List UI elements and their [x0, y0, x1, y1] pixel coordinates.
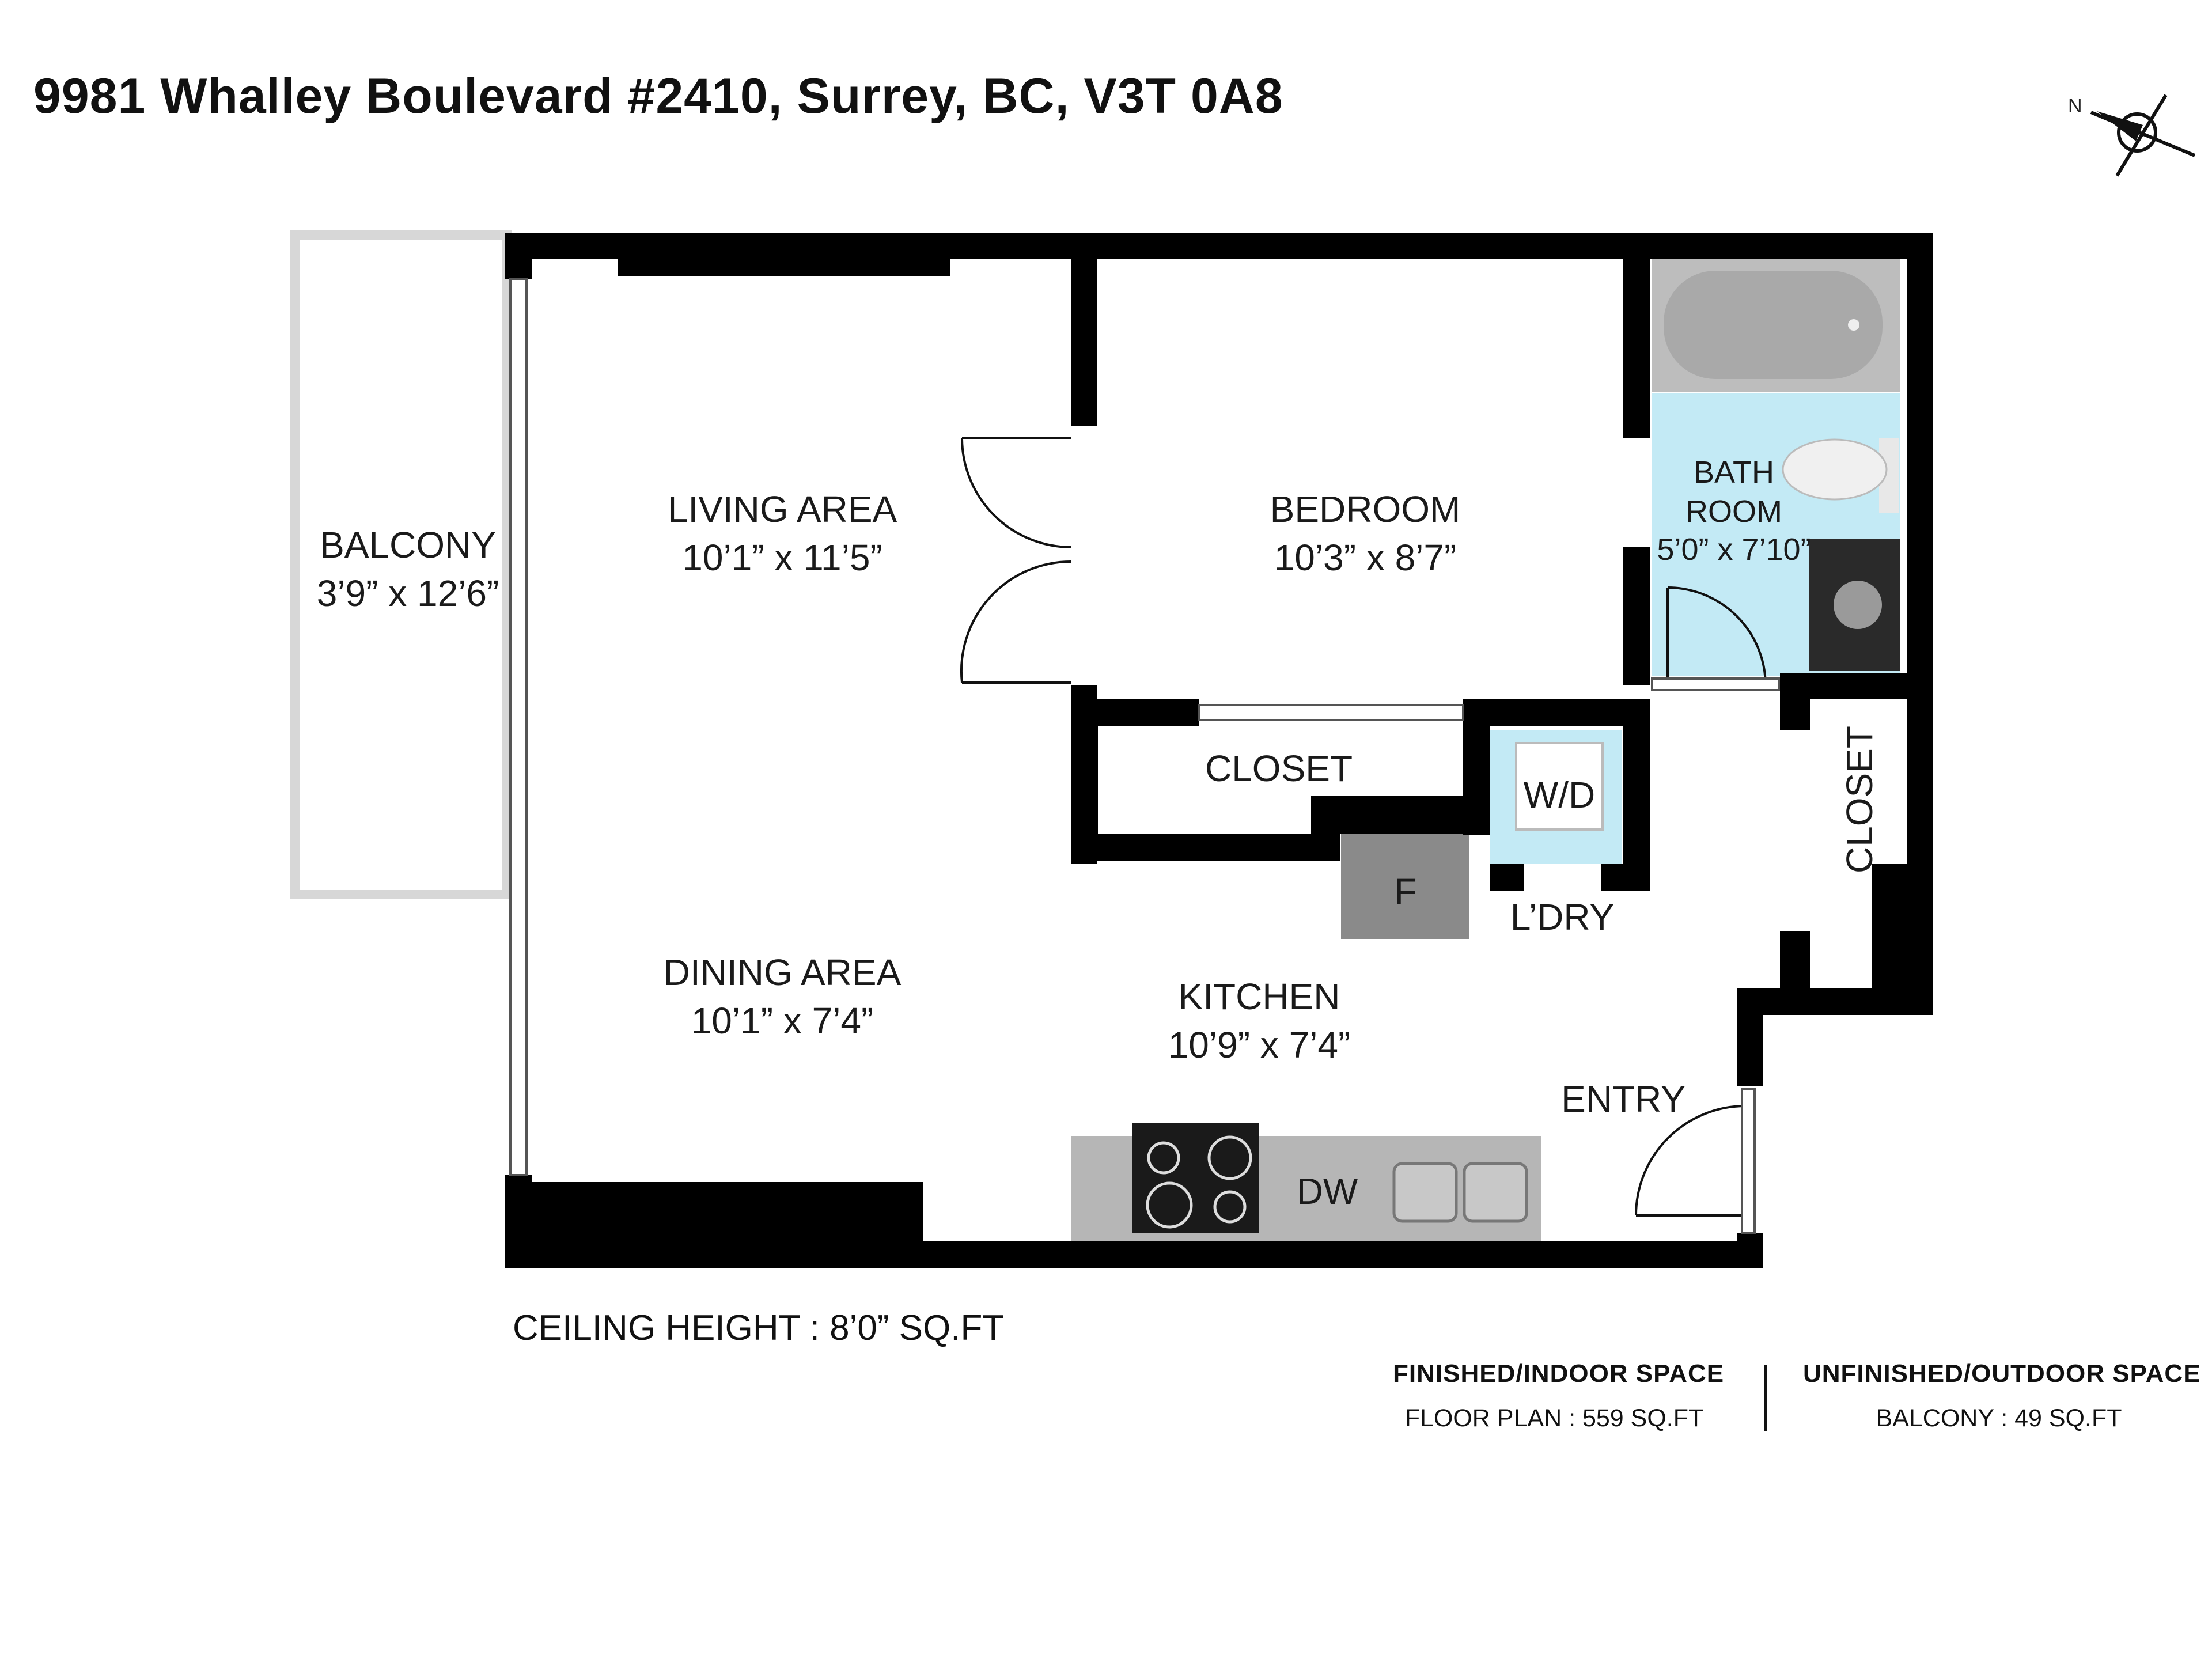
compass-icon: N: [2068, 94, 2196, 177]
bedroom-size: 10’3” x 8’7”: [1274, 537, 1457, 578]
balcony-outline: [290, 230, 512, 899]
entry-door: [1635, 1088, 1756, 1234]
balcony-label: BALCONY: [320, 524, 496, 566]
laundry-label: L’DRY: [1510, 896, 1614, 938]
bedroom-label: BEDROOM: [1270, 488, 1461, 530]
bathroom-label-line1: BATH: [1694, 455, 1774, 490]
kitchen-counter: [1071, 1123, 1541, 1245]
kitchen-label: KITCHEN: [1179, 976, 1340, 1017]
toilet-icon: [1782, 438, 1899, 513]
compass-north-label: N: [2068, 95, 2082, 117]
double-sink-icon: [1392, 1162, 1528, 1223]
bathroom-door: [1651, 586, 1780, 691]
entry-label: ENTRY: [1561, 1078, 1685, 1120]
dining-area-label: DINING AREA: [664, 952, 902, 993]
dishwasher-label: DW: [1297, 1171, 1358, 1212]
legend-divider: [1764, 1365, 1767, 1431]
closet-right-label: CLOSET: [1839, 726, 1880, 873]
balcony-window: [509, 278, 528, 1176]
bathtub-icon: [1652, 258, 1900, 392]
legend-finished-value: FLOOR PLAN : 559 SQ.FT: [1404, 1404, 1704, 1432]
washer-dryer-label: W/D: [1524, 774, 1595, 816]
walls: [505, 233, 1933, 1268]
bedroom-sliding-door: [1198, 704, 1464, 721]
living-area-size: 10’1” x 11’5”: [682, 537, 882, 578]
dining-area-size: 10’1” x 7’4”: [691, 1000, 874, 1041]
legend-unfinished-value: BALCONY : 49 SQ.FT: [1876, 1404, 2122, 1432]
closet-label: CLOSET: [1205, 748, 1353, 789]
ceiling-height-note: CEILING HEIGHT : 8’0” SQ.FT: [513, 1308, 1005, 1348]
legend-finished-title: FINISHED/INDOOR SPACE: [1393, 1359, 1725, 1388]
balcony-size: 3’9” x 12’6”: [317, 573, 499, 614]
living-area-label: LIVING AREA: [668, 488, 897, 530]
bathroom-size: 5’0” x 7’10”: [1657, 532, 1810, 567]
legend-unfinished: UNFINISHED/OUTDOOR SPACE BALCONY : 49 SQ…: [1803, 1359, 2201, 1433]
french-doors: [960, 437, 1072, 684]
washer-dryer-icon: [1515, 742, 1604, 831]
sink-icon: [1809, 539, 1900, 671]
fridge-label: F: [1394, 871, 1416, 912]
bathroom-label-line2: ROOM: [1685, 494, 1782, 529]
kitchen-size: 10’9” x 7’4”: [1168, 1024, 1351, 1066]
legend-unfinished-title: UNFINISHED/OUTDOOR SPACE: [1803, 1359, 2201, 1388]
fridge-icon: [1341, 826, 1469, 939]
legend-finished: FINISHED/INDOOR SPACE FLOOR PLAN : 559 S…: [1393, 1359, 1725, 1433]
page-title: 9981 Whalley Boulevard #2410, Surrey, BC…: [33, 69, 1283, 124]
